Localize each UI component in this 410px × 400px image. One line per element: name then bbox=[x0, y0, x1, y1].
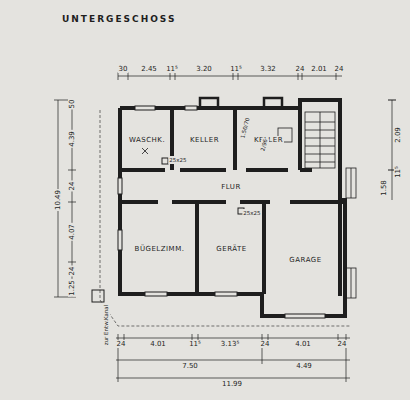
dimension: 4.01 bbox=[149, 340, 167, 348]
dimension: 3.13⁵ bbox=[220, 340, 240, 348]
note: zur Entw.Kanal bbox=[102, 304, 110, 347]
dimension: 50 bbox=[68, 99, 76, 110]
dimension: 4.39 bbox=[68, 130, 76, 148]
dimension: 2.01 bbox=[310, 65, 328, 73]
dimension: 11⁵ bbox=[394, 165, 402, 179]
room-name: FLUR bbox=[220, 183, 242, 191]
note: 25x25 bbox=[168, 156, 187, 164]
dimension: 11.99 bbox=[221, 380, 243, 388]
room: GARAGE bbox=[266, 204, 345, 316]
room: WASCHK. bbox=[122, 110, 172, 170]
room-name: WASCHK. bbox=[128, 136, 166, 144]
dimension: 11⁵ bbox=[229, 65, 243, 73]
dimension: 24 bbox=[334, 65, 345, 73]
dimension: 24 bbox=[68, 181, 76, 192]
dimension: 7.50 bbox=[181, 362, 199, 370]
dimension: 24 bbox=[295, 65, 306, 73]
dimension: 30 bbox=[118, 65, 129, 73]
note: 1.50/70 bbox=[238, 116, 252, 140]
room: FLUR bbox=[122, 172, 340, 202]
room-name: KELLER bbox=[189, 136, 220, 144]
dimension: 4.07 bbox=[68, 223, 76, 241]
dimension: 4.49 bbox=[295, 362, 313, 370]
dimension: 2.09 bbox=[394, 126, 402, 144]
dimension: 3.32 bbox=[259, 65, 277, 73]
dimension: 24 bbox=[260, 340, 271, 348]
dimension: 1.58 bbox=[380, 179, 388, 197]
dimension: 3.20 bbox=[195, 65, 213, 73]
dimension: 24 bbox=[68, 266, 76, 277]
plan-title: UNTERGESCHOSS bbox=[62, 14, 176, 24]
room-name: GERÄTE bbox=[215, 245, 247, 253]
room-name: BÜGELZIMM. bbox=[134, 245, 186, 253]
room: BÜGELZIMM. bbox=[122, 204, 197, 294]
dimension: 11⁵ bbox=[188, 340, 202, 348]
note: 25x25 bbox=[242, 209, 261, 217]
dimension: 4.01 bbox=[294, 340, 312, 348]
dimension: 10.49 bbox=[54, 189, 62, 211]
room-name: GARAGE bbox=[288, 256, 322, 264]
dimension: 1.25 bbox=[68, 279, 76, 297]
dimension: 24 bbox=[337, 340, 348, 348]
dimension: 11⁵ bbox=[165, 65, 179, 73]
room: GERÄTE bbox=[199, 204, 264, 294]
dimension: 24 bbox=[116, 340, 127, 348]
dimension: 2.45 bbox=[140, 65, 158, 73]
